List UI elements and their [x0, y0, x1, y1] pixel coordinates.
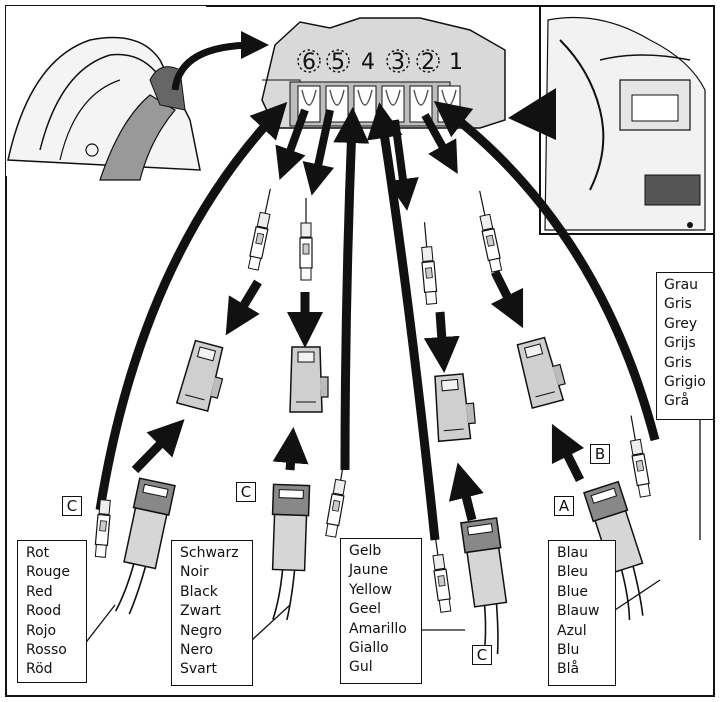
tag-c-black: C [236, 482, 256, 502]
tag-c-yellow: C [472, 645, 492, 665]
label-line: Blu [557, 642, 580, 659]
pin-number: 4 [361, 50, 375, 75]
label-line: Red [26, 583, 53, 600]
label-line: Grijs [664, 335, 696, 352]
label-line: Amarillo [349, 620, 407, 637]
arrow-grey-to-pin1 [433, 100, 660, 442]
connector-housing [516, 336, 566, 410]
arrow-down-pin3 [387, 119, 419, 211]
harness-plug [271, 483, 311, 621]
label-line: Black [180, 583, 218, 600]
label-line: Grå [664, 393, 690, 410]
connector-housing [175, 339, 224, 413]
pin-number: 5 [331, 50, 345, 75]
connector-housing [289, 346, 329, 413]
label-line: Gris [664, 296, 692, 313]
connector-cavity [381, 85, 405, 123]
wire-color-label-blue: Blau Bleu Blue Blauw Azul Blu Blå [548, 540, 616, 686]
tag-c-red: C [62, 496, 82, 516]
label-line: Rood [26, 603, 62, 620]
label-line: Blue [557, 583, 588, 600]
label-line: Grey [664, 315, 698, 332]
leader-lines [79, 420, 701, 651]
label-line: Grigio [664, 374, 706, 391]
arrow-inset-to-connector [171, 31, 269, 91]
label-line: Svart [180, 661, 217, 678]
harness-plug [460, 517, 508, 657]
label-line: Zwart [180, 603, 221, 620]
label-line: Nero [180, 642, 214, 659]
label-line: Grau [664, 277, 699, 293]
removed-terminals [94, 188, 651, 613]
connector-cavity [353, 85, 377, 123]
wire-color-label-black: Schwarz Noir Black Zwart Negro Nero Svar… [171, 540, 253, 686]
terminal-pin [421, 222, 438, 305]
pin-number: 6 [302, 50, 316, 75]
label-line: Rosso [26, 642, 67, 659]
wire-in-cavity [357, 89, 373, 106]
terminal-pin [479, 190, 503, 273]
arrow-black-to-pin4 [333, 107, 370, 471]
terminal-pin [94, 475, 111, 558]
label-line: Rot [26, 545, 50, 561]
inset-left-vehicle [6, 6, 206, 181]
label-line: Blau [557, 545, 588, 561]
harness-plugs [114, 477, 644, 657]
pin-number: 1 [449, 50, 463, 75]
tag-a-blue: A [554, 496, 574, 516]
harness-plug [114, 477, 176, 615]
label-line: Blå [557, 661, 580, 678]
arrow-down-pin5 [302, 109, 334, 196]
tag-b-grey: B [590, 444, 610, 464]
label-line: Giallo [349, 640, 389, 657]
label-line: Geel [349, 601, 381, 618]
arrow-down-pin6 [275, 108, 309, 181]
diagram-frame [5, 5, 715, 697]
wire-color-label-grey: Grau Gris Grey Grijs Gris Grigio Grå [656, 272, 714, 420]
wire-in-cavity [329, 89, 345, 106]
label-line: Blauw [557, 603, 600, 620]
pin-number: 3 [391, 50, 405, 75]
return-arrows [95, 100, 660, 541]
label-line: Rojo [26, 622, 57, 639]
terminal-pin [325, 455, 347, 538]
connector-housings [175, 336, 566, 443]
label-line: Schwarz [180, 545, 239, 561]
pin-number-labels: 6 5 4 3 2 1 [297, 49, 463, 75]
connector-housing [434, 373, 476, 443]
terminal-pin [247, 188, 271, 271]
wire-color-label-yellow: Gelb Jaune Yellow Geel Amarillo Giallo G… [340, 538, 422, 684]
label-line: Röd [26, 661, 53, 678]
harness-plug [583, 480, 644, 620]
label-line: Negro [180, 622, 222, 639]
label-line: Jaune [349, 562, 389, 579]
label-line: Yellow [349, 581, 393, 598]
inset-pointer [508, 88, 556, 140]
terminal-pin [432, 530, 452, 613]
wire-color-label-red: Rot Rouge Red Rood Rojo Rosso Röd [17, 540, 87, 683]
inset-right-trunk [539, 5, 715, 235]
terminal-pin [299, 198, 313, 281]
label-line: Gelb [349, 543, 382, 559]
removal-arrows [275, 108, 458, 211]
arrow-red-to-pin6 [95, 101, 288, 511]
insert-arrows [131, 269, 585, 522]
label-line: Rouge [26, 564, 71, 581]
label-line: Noir [180, 564, 209, 581]
arrow-down-pin2 [421, 113, 458, 174]
label-line: Gris [664, 354, 692, 371]
wire-in-cavity [301, 89, 317, 106]
wire-in-cavity [413, 89, 429, 106]
pin-number: 2 [421, 50, 435, 75]
label-line: Bleu [557, 564, 588, 581]
arrow-yellow-to-pin3 [366, 102, 440, 541]
label-line: Azul [557, 622, 587, 639]
terminal-pin [629, 415, 651, 498]
label-line: Gul [349, 659, 373, 676]
vehicle-connector: 6 5 4 3 2 1 [261, 17, 506, 129]
